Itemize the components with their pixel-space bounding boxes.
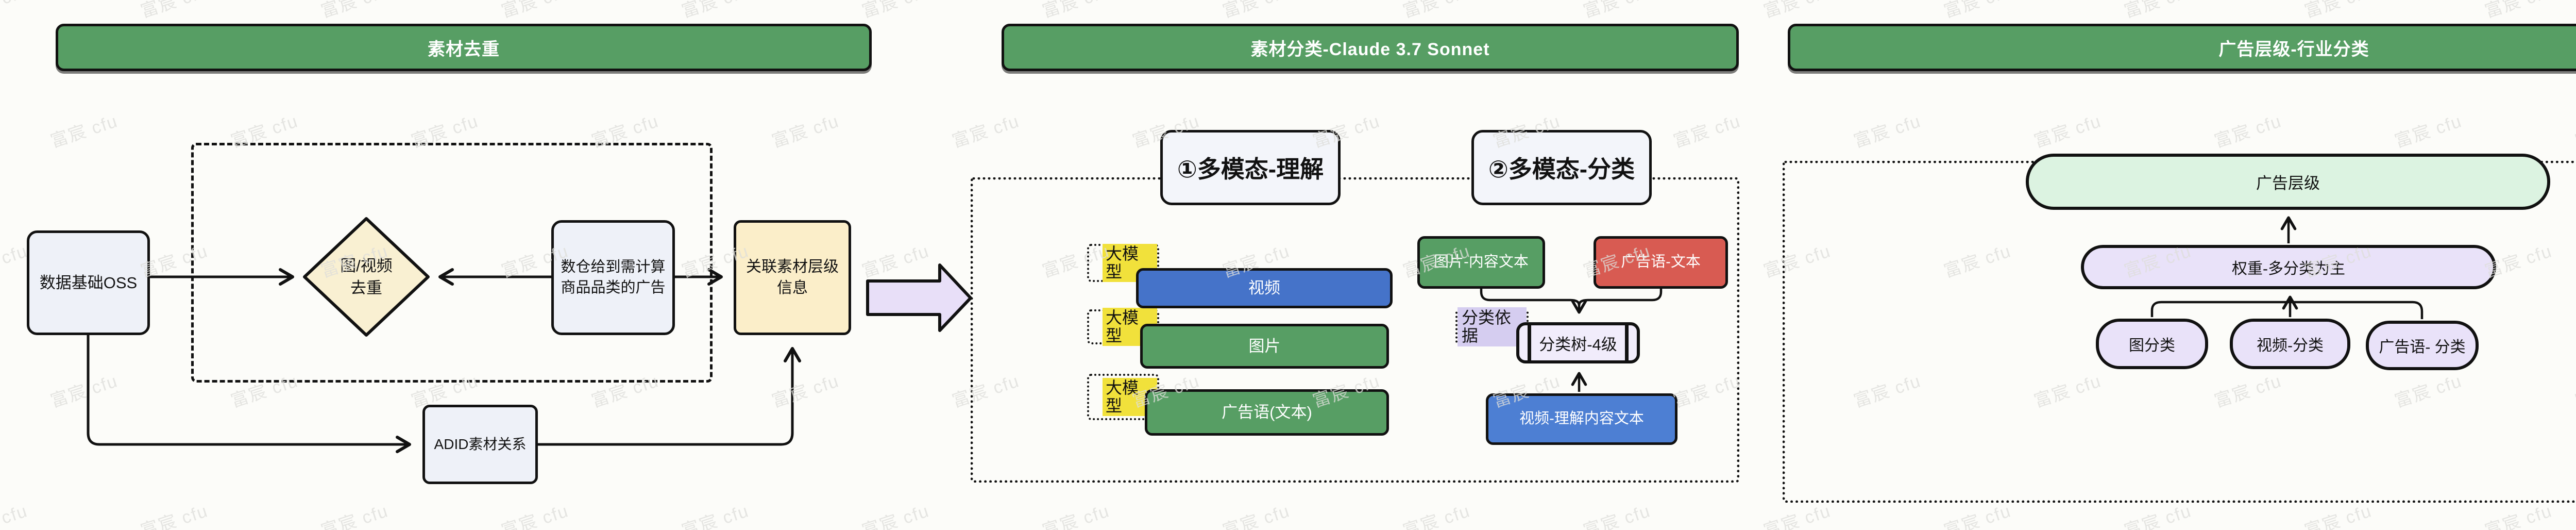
bracket-slogantext-to-tree [1578, 289, 1663, 306]
section2-header: 素材分类-Claude 3.7 Sonnet [1002, 24, 1739, 71]
node-slogan-classifier: 广告语- 分类 [2366, 321, 2479, 370]
node-dedup-diamond: 图/视频 去重 [310, 236, 423, 318]
node-image-content-text-label: 图片-内容文本 [1434, 254, 1529, 271]
subheader-understand-label: ①多模态-理解 [1177, 156, 1324, 183]
node-warehouse: 数仓给到需计算 商品品类的广告 [551, 220, 675, 335]
node-adid: ADID素材关系 [422, 405, 538, 484]
bracket-classifiers [2150, 301, 2424, 319]
bar-slogan: 广告语(文本) [1145, 389, 1389, 436]
llm-tag-box-image: 大模型 [1087, 307, 1159, 346]
node-adid-label: ADID素材关系 [434, 436, 527, 453]
node-classification-tree: 分类树-4级 [1516, 322, 1640, 363]
section3-title: 广告层级-行业分类 [2218, 39, 2369, 59]
tree-right-bar [1625, 325, 1629, 360]
node-link-info-label: 关联素材层级 信息 [746, 258, 839, 296]
section3-header: 广告层级-行业分类 [1788, 24, 2576, 71]
section-transition-arrow [866, 263, 972, 332]
section1-title: 素材去重 [428, 39, 500, 59]
node-slogan-classifier-label: 广告语- 分类 [2379, 339, 2466, 356]
node-ad-level-label: 广告层级 [2256, 174, 2320, 192]
node-data-oss: 数据基础OSS [27, 230, 150, 335]
node-slogan-text: 广告语-文本 [1594, 236, 1728, 289]
node-video-classifier-label: 视频-分类 [2257, 337, 2324, 354]
bar-video: 视频 [1136, 268, 1393, 308]
arrow-oss-to-adid [87, 335, 411, 453]
section1-header: 素材去重 [56, 24, 872, 71]
classification-basis-box: 分类依据 [1455, 307, 1529, 347]
node-ad-level: 广告层级 [2026, 154, 2550, 210]
tree-left-bar [1528, 325, 1531, 360]
bar-slogan-label: 广告语(文本) [1222, 403, 1312, 422]
node-image-classifier-label: 图分类 [2129, 337, 2175, 354]
node-weight-multiclass: 权重-多分类为主 [2081, 245, 2496, 289]
node-video-understanding-text: 视频-理解内容文本 [1486, 393, 1677, 445]
section2-title: 素材分类-Claude 3.7 Sonnet [1250, 39, 1490, 59]
subheader-multimodal-classify: ②多模态-分类 [1471, 130, 1652, 205]
section2-dotted-container [971, 177, 1739, 483]
node-link-info: 关联素材层级 信息 [734, 220, 851, 335]
subheader-multimodal-understand: ①多模态-理解 [1160, 130, 1341, 205]
bar-video-label: 视频 [1248, 279, 1280, 297]
section1-dashed-container [191, 143, 713, 383]
node-image-classifier: 图分类 [2096, 319, 2208, 369]
node-weight-multiclass-label: 权重-多分类为主 [2232, 260, 2345, 277]
classification-basis-label: 分类依据 [1458, 307, 1527, 347]
node-video-understanding-text-label: 视频-理解内容文本 [1519, 410, 1644, 427]
arrow-adid-to-linkinfo [538, 347, 801, 446]
bracket-imagetext-to-tree [1480, 289, 1581, 306]
bar-image-label: 图片 [1248, 337, 1281, 355]
node-video-classifier: 视频-分类 [2230, 319, 2350, 369]
subheader-classify-label: ②多模态-分类 [1488, 156, 1635, 183]
node-data-oss-label: 数据基础OSS [39, 273, 138, 292]
node-image-content-text: 图片-内容文本 [1417, 236, 1545, 289]
node-classification-tree-label: 分类树-4级 [1539, 335, 1617, 354]
node-dedup-diamond-label: 图/视频 去重 [340, 256, 393, 297]
node-slogan-text-label: 广告语-文本 [1621, 254, 1701, 271]
bar-image: 图片 [1140, 324, 1389, 369]
dedup-diamond-shape [303, 217, 430, 337]
node-warehouse-label: 数仓给到需计算 商品品类的广告 [561, 259, 666, 296]
